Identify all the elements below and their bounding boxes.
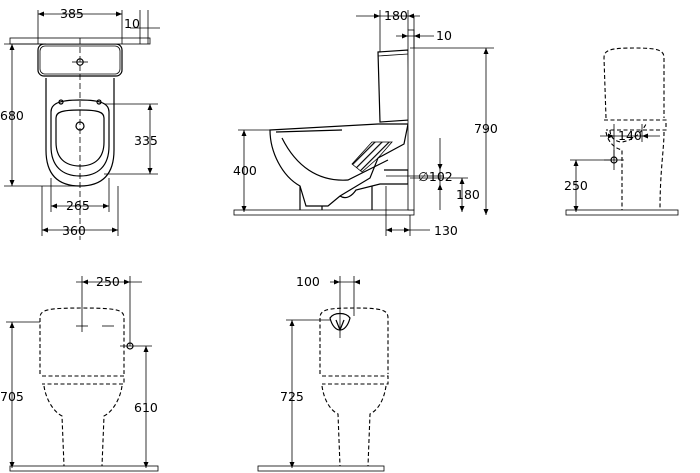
dim-total-depth: 680 — [0, 108, 24, 123]
rear-view: 100 725 — [257, 274, 389, 472]
dim-front-tank-height: 705 — [0, 389, 24, 404]
dim-tank-width: 385 — [60, 6, 84, 21]
dim-base-width: 360 — [62, 223, 86, 238]
dim-seat-depth: 335 — [134, 133, 158, 148]
dim-total-height: 790 — [474, 121, 498, 136]
dim-inlet-width: 140 — [618, 128, 642, 143]
dim-front-inlet-offset: 250 — [96, 274, 120, 289]
dim-rear-tank-height: 725 — [280, 389, 304, 404]
dim-outlet-height: 180 — [456, 187, 480, 202]
dim-outlet-setback: 130 — [434, 223, 458, 238]
end-view: 140 250 — [564, 47, 679, 216]
dim-tank-offset: 10 — [436, 28, 452, 43]
dim-outlet-diameter: ∅102 — [418, 169, 453, 184]
dim-end-inlet-height: 250 — [564, 178, 588, 193]
dim-tank-depth: 180 — [384, 8, 408, 23]
dim-offset-small: 10 — [124, 16, 140, 31]
front-view: 250 705 610 — [0, 274, 159, 472]
top-view: 385 10 680 335 265 360 — [0, 6, 160, 240]
side-view: 180 10 790 400 ∅102 180 — [233, 8, 498, 238]
dim-seat-inner-width: 265 — [66, 198, 90, 213]
dim-bowl-height: 400 — [233, 163, 257, 178]
dim-rear-valve-offset: 100 — [296, 274, 320, 289]
dim-front-inlet-height: 610 — [134, 400, 158, 415]
